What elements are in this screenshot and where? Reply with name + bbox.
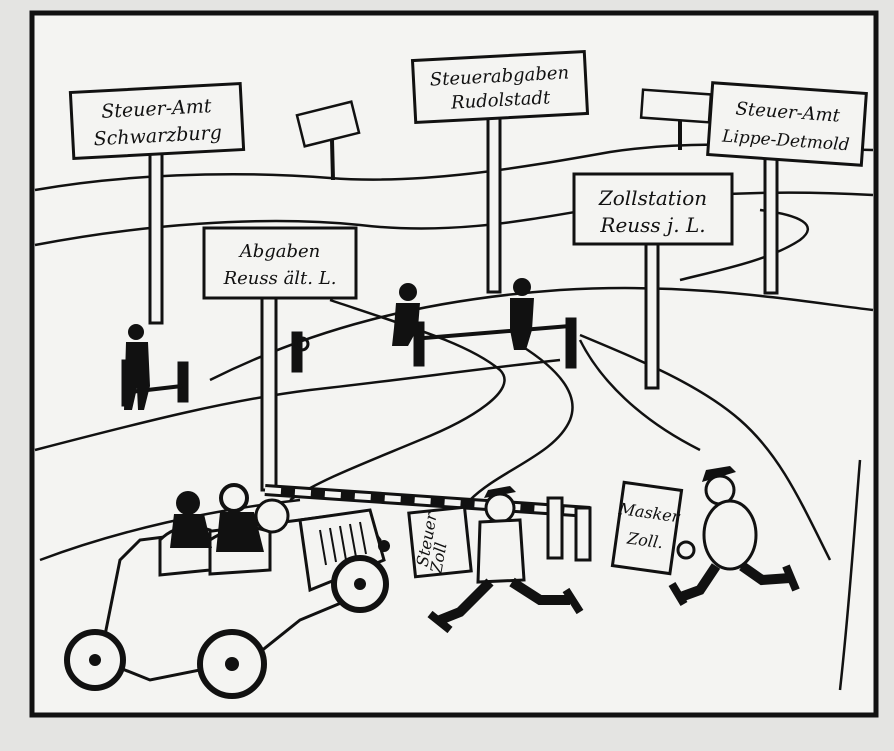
placard-maske-line2: Zoll. — [625, 528, 664, 552]
sign-abgaben-line2: Reuss ält. L. — [223, 268, 337, 289]
sign-abgaben-line1: Abgaben — [238, 241, 321, 262]
distant-customs-officers — [124, 278, 534, 410]
vintage-car — [64, 498, 390, 699]
sign-zollstation-line2: Reuss j. L. — [599, 213, 705, 237]
signpost-rudolstadt: Steuerabgaben Rudolstadt — [410, 49, 590, 294]
foreground-toll-barrier — [264, 484, 592, 562]
car-passengers — [170, 483, 264, 552]
running-officer-steuer — [427, 486, 584, 634]
placard-steuer-zoll: Steuer Zoll — [407, 505, 473, 579]
placard-masker-zoll: Masker Zoll. — [610, 480, 684, 576]
signpost-lippe-detmold: Steuer-Amt Lippe-Detmold — [706, 81, 868, 295]
signpost-zollstation: Zollstation Reuss j. L. — [572, 172, 734, 390]
running-officer-maske — [668, 466, 800, 607]
sign-zollstation-line1: Zollstation — [598, 186, 707, 210]
signpost-schwarzburg: Steuer-Amt Schwarzburg — [68, 82, 246, 325]
landscape-lines — [34, 143, 874, 691]
signpost-abgaben: Abgaben Reuss ält. L. — [202, 226, 358, 492]
distant-signpost-left — [295, 100, 361, 181]
